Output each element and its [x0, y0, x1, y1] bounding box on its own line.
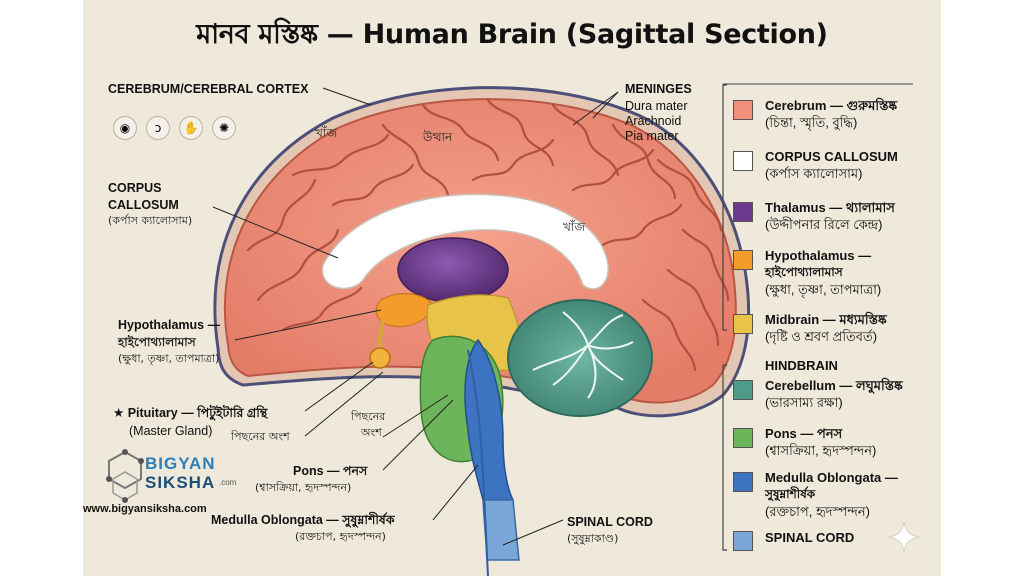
arbor-vitae [532, 311, 634, 399]
eye-icon: ◉ [113, 116, 137, 140]
label-gyrus: উত্থান [423, 130, 453, 144]
legend-spinal-title: SPINAL CORD [765, 530, 855, 545]
sparkle-icon [888, 521, 920, 553]
swatch-cerebellum [733, 380, 753, 400]
label-corpus-callosum-bn: (কর্পাস ক্যালোসাম) [108, 214, 193, 227]
label-corpus-callosum-line2: CALLOSUM [108, 198, 179, 212]
legend-medulla-title: Medulla Oblongata — [765, 470, 898, 485]
pituitary [369, 347, 391, 369]
label-spinal-cord: SPINAL CORD [567, 515, 653, 529]
label-medulla: Medulla Oblongata — সুষুম্নাশীর্ষক [211, 513, 395, 527]
swatch-thalamus [733, 202, 753, 222]
label-meninges: MENINGES [625, 82, 692, 96]
legend-hypothalamus-desc: (ক্ষুধা, তৃষ্ণা, তাপমাত্রা) [765, 282, 882, 297]
logo-tld: .com [219, 478, 237, 487]
legend-midbrain-desc: (দৃষ্টি ও শ্রবণ প্রতিবর্ত) [765, 329, 878, 344]
legend-cerebrum-desc: (চিন্তা, স্মৃতি, বুদ্ধি) [765, 115, 858, 130]
legend-hypothalamus-title2: হাইপোথ্যালামাস [765, 265, 843, 279]
bulb-icon: ✺ [212, 116, 236, 140]
diagram-canvas: মানব মস্তিষ্ক — Human Brain (Sagittal Se… [83, 0, 941, 576]
label-hypothalamus-bn: হাইপোথ্যালামাস [118, 335, 196, 349]
ear-icon: ↄ [146, 116, 170, 140]
label-pons-fn: (শ্বাসক্রিয়া, হৃদস্পন্দন) [255, 481, 352, 494]
logo-line1: BIGYAN [145, 454, 216, 473]
corpus-callosum [321, 193, 609, 290]
legend-cerebellum-desc: (ভারসাম্য রক্ষা) [765, 395, 843, 410]
legend-cerebellum-title: Cerebellum — লঘুমস্তিষ্ক [765, 378, 903, 393]
label-posterior-1: পিছনের অংশ [231, 430, 290, 443]
swatch-midbrain [733, 314, 753, 334]
legend-corpus-desc: (কর্পাস ক্যালোসাম) [765, 166, 863, 181]
hand-icon: ✋ [179, 116, 203, 140]
legend-midbrain-title: Midbrain — মধ্যমস্তিষ্ক [765, 312, 887, 327]
label-arachnoid: Arachnoid [625, 114, 682, 128]
legend-medulla-desc: (রক্তচাপ, হৃদস্পন্দন) [765, 504, 870, 519]
label-hypothalamus-en: Hypothalamus — [118, 318, 221, 332]
brainstem-tube [467, 349, 489, 576]
label-pituitary: ★ Pituitary — পিটুইটারি গ্রন্থি [113, 406, 268, 420]
legend-hypothalamus-title: Hypothalamus — [765, 248, 872, 263]
legend-thalamus-title: Thalamus — থ্যালামাস [765, 200, 895, 215]
label-sulcus-2: খাঁজ [563, 220, 586, 234]
logo-line2: SIKSHA [145, 473, 216, 492]
label-spinal-cord-bn: (সুষুম্নাকাণ্ড) [567, 532, 619, 545]
label-hypothalamus-fn: (ক্ষুধা, তৃষ্ণা, তাপমাত্রা) [118, 352, 220, 365]
star-icon: ★ [113, 406, 125, 420]
hypothalamus [375, 293, 434, 327]
logo-molecule-icon [106, 449, 144, 503]
label-pons: Pons — পনস [293, 464, 368, 478]
thalamus [397, 237, 509, 303]
legend-hindbrain-heading: HINDBRAIN [765, 358, 838, 373]
leader-lines [212, 87, 619, 546]
gyri-folds [246, 98, 730, 372]
label-cerebrum: CEREBRUM/CEREBRAL CORTEX [108, 82, 309, 96]
label-medulla-fn: (রক্তচাপ, হৃদস্পন্দন) [295, 530, 386, 543]
swatch-spinal [733, 531, 753, 551]
legend-pons-title: Pons — পনস [765, 426, 843, 441]
website-url: www.bigyansiksha.com [83, 503, 207, 515]
page-title: মানব মস্তিষ্ক — Human Brain (Sagittal Se… [196, 19, 828, 50]
swatch-hypothalamus [733, 250, 753, 270]
legend-corpus-title: CORPUS CALLOSUM [765, 149, 898, 164]
swatch-cerebrum [733, 100, 753, 120]
label-dura-mater: Dura mater [625, 99, 688, 113]
label-posterior-2a: পিছনের [351, 410, 386, 423]
swatch-pons [733, 428, 753, 448]
label-sulcus-1: খাঁজ [315, 126, 338, 140]
label-pituitary-fn: (Master Gland) [129, 424, 213, 438]
legend-pons-desc: (শ্বাসক্রিয়া, হৃদস্পন্দন) [765, 443, 877, 458]
swatch-medulla [733, 472, 753, 492]
swatch-corpus [733, 151, 753, 171]
legend-thalamus-desc: (উদ্দীপনার রিলে কেন্দ্র) [765, 217, 883, 232]
label-corpus-callosum-line1: CORPUS [108, 181, 162, 195]
label-posterior-2b: অংশ [361, 426, 382, 439]
label-pia-mater: Pia mater [625, 129, 679, 143]
logo: BIGYAN SIKSHA .com [101, 448, 236, 508]
legend-medulla-title2: সুষুম্নাশীর্ষক [765, 487, 816, 501]
legend-cerebrum-title: Cerebrum — গুরুমস্তিষ্ক [765, 98, 898, 113]
spinal-cord [482, 499, 520, 561]
